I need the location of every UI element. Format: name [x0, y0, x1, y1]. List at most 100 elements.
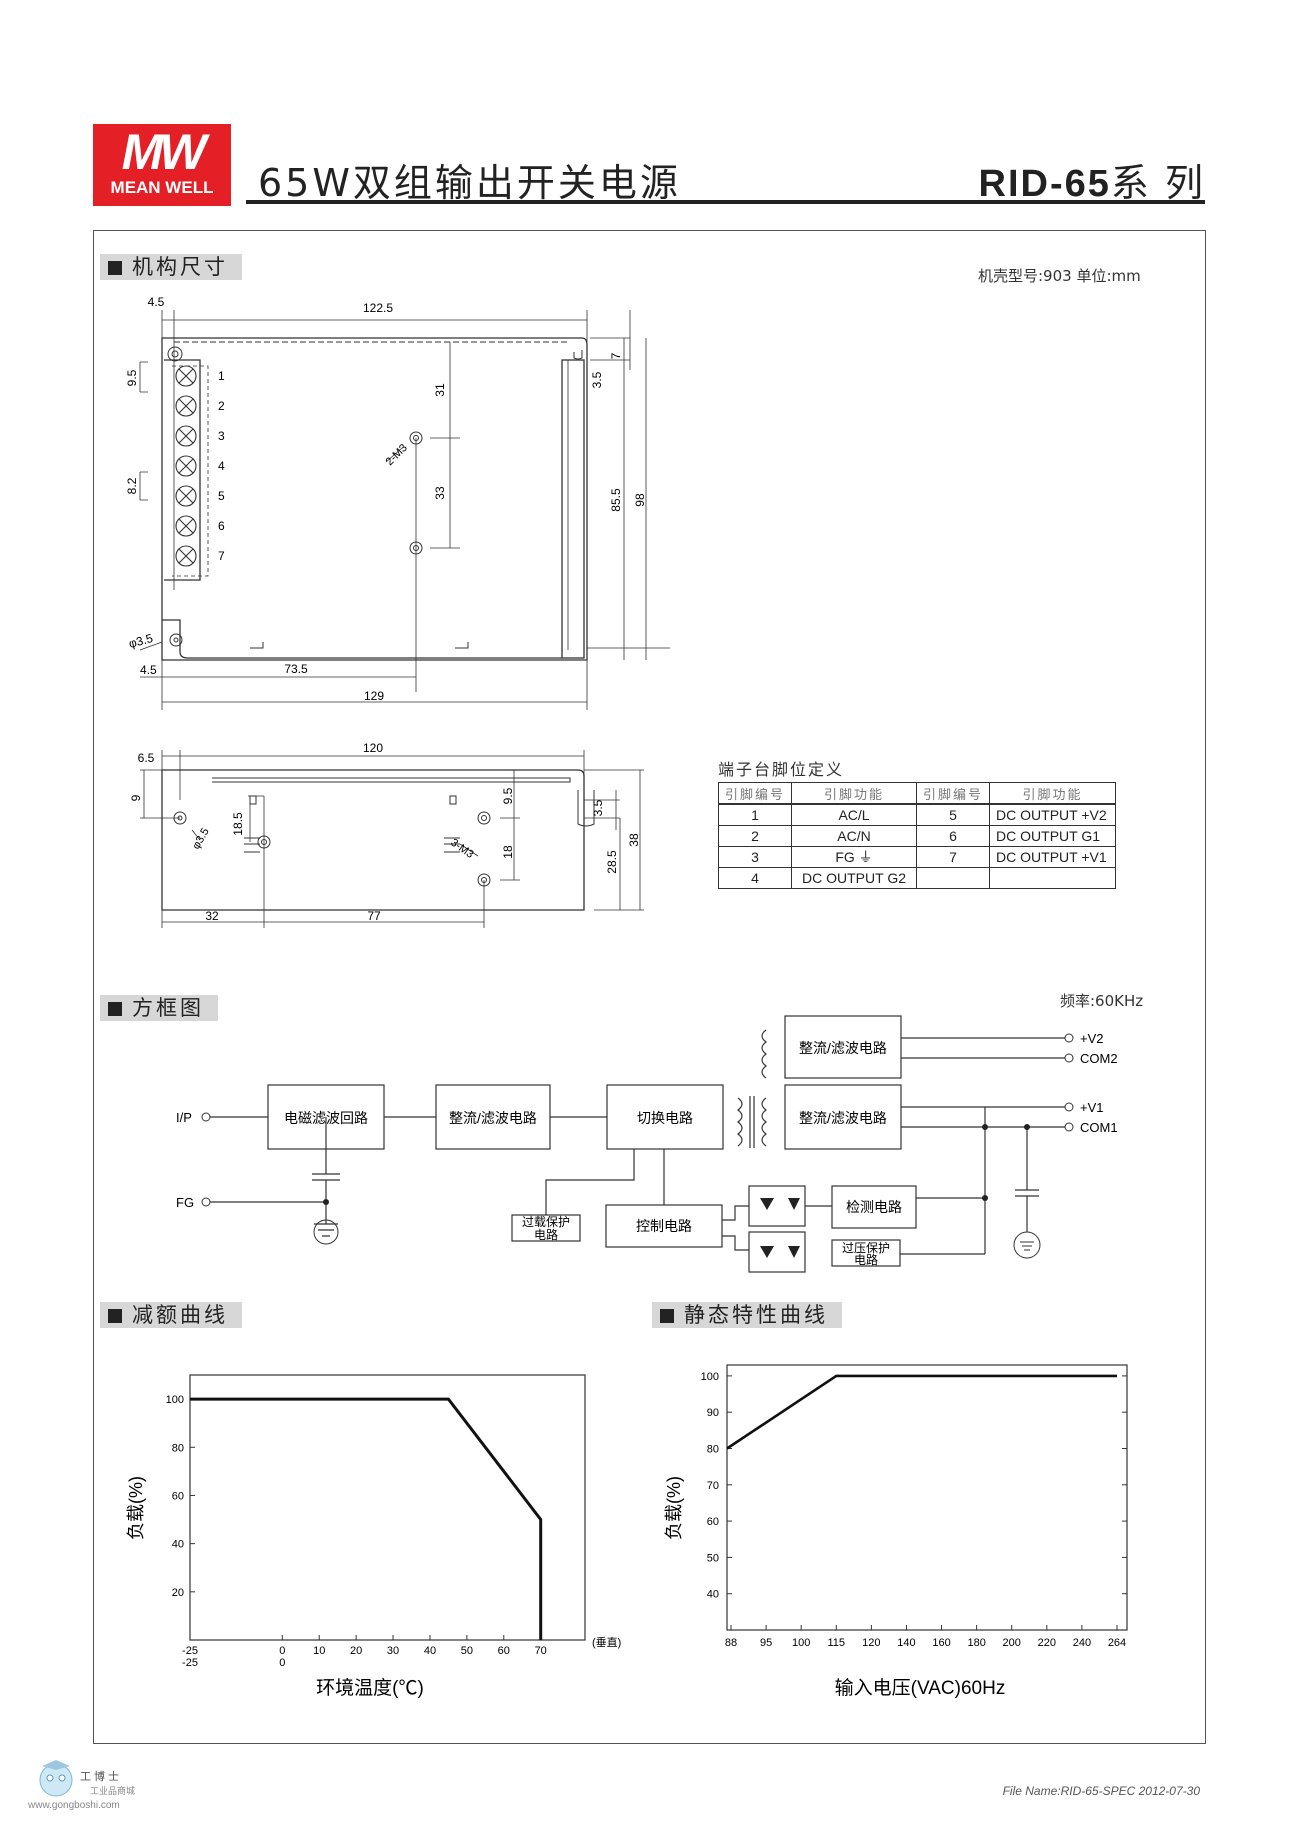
logo-mark: MW — [121, 124, 207, 180]
terminal-screw — [175, 425, 197, 447]
pin-number: 4 — [218, 459, 225, 473]
block-detection: 检测电路 — [846, 1199, 902, 1215]
cell: 5 — [916, 803, 991, 826]
block-ovp-line2: 电路 — [854, 1252, 878, 1267]
terminal-fg: FG — [176, 1195, 194, 1210]
x-tick-label: 50 — [461, 1645, 473, 1657]
pin-number: 2 — [218, 399, 225, 413]
watermark: 工博士 工业品商城 www.gongboshi.com — [28, 1750, 178, 1820]
y-tick-label: 20 — [172, 1587, 184, 1599]
series-suffix: 系 列 — [1110, 161, 1205, 205]
terminal-screw-cross — [178, 518, 194, 534]
y-tick-label: 60 — [707, 1516, 719, 1528]
product-title: 65W双组输出开关电源 — [258, 161, 681, 205]
cell: 3 — [717, 846, 793, 868]
y-tick-label: 100 — [701, 1371, 719, 1383]
cell: DC OUTPUT +V2 — [989, 803, 1116, 826]
x-axis-label: 环境温度(℃) — [316, 1677, 424, 1699]
terminal-screw-cross — [178, 368, 194, 384]
header-rule — [246, 200, 1205, 204]
model-number: RID-65 — [978, 163, 1111, 205]
dim-18: 18 — [501, 845, 515, 859]
x-tick-label: 240 — [1073, 1637, 1091, 1649]
cell: AC/L — [791, 803, 918, 826]
x-tick-label: 220 — [1038, 1637, 1056, 1649]
cell: 2 — [717, 825, 793, 847]
side-view-drawing: 6.5 120 9 18.5 φ3.5 9.5 18 3-M3 3.5 28.5… — [129, 741, 644, 928]
dim-4-5-top: 4.5 — [148, 295, 165, 309]
cell: 4 — [717, 867, 793, 889]
terminal-screw — [175, 365, 197, 387]
terminal-screw — [175, 395, 197, 417]
x-tick-label: 115 — [827, 1637, 845, 1649]
dim-73-5: 73.5 — [284, 662, 308, 676]
cell: AC/N — [791, 825, 918, 847]
block-switching: 切换电路 — [637, 1110, 693, 1126]
dim-6-5: 6.5 — [138, 751, 155, 765]
header-pin-no-2: 引脚编号 — [916, 782, 991, 805]
model-title: RID-65系 列 — [979, 152, 1205, 207]
meanwell-logo: MW MEAN WELL — [93, 124, 231, 206]
terminal-screw-cross — [178, 428, 194, 444]
square-bullet-icon — [108, 261, 122, 275]
header-pin-func: 引脚功能 — [791, 782, 918, 805]
dim-3-m3: 3-M3 — [448, 837, 475, 861]
plot-frame — [726, 1364, 1128, 1631]
dim-4-5-bottom: 4.5 — [140, 663, 157, 677]
cell: DC OUTPUT G2 — [791, 867, 918, 889]
x-tick-label: 180 — [967, 1637, 985, 1649]
x-tick-label: 95 — [760, 1637, 772, 1649]
table-row: 2 AC/N 6 DC OUTPUT G1 — [717, 825, 1116, 847]
terminal-screw — [175, 485, 197, 507]
pin-number: 6 — [218, 519, 225, 533]
header-pin-func-2: 引脚功能 — [989, 782, 1116, 805]
x-tick-label: 40 — [424, 1645, 436, 1657]
section-title-text: 机构尺寸 — [132, 255, 228, 279]
section-title-mechanical: 机构尺寸 — [100, 254, 242, 280]
derating-curve — [190, 1397, 543, 1640]
x-tick-label: 0 — [279, 1645, 285, 1657]
cell — [989, 867, 1116, 889]
dim-phi-3-5: φ3.5 — [127, 631, 155, 651]
block-emi-filter: 电磁滤波回路 — [284, 1110, 368, 1126]
file-name: File Name:RID-65-SPEC 2012-07-30 — [1002, 1784, 1200, 1798]
terminal-v1: +V1 — [1080, 1100, 1104, 1115]
x-tick-label-second: 0 — [279, 1657, 285, 1669]
watermark-sub: 工业品商城 — [90, 1787, 136, 1797]
y-tick-label: 50 — [707, 1552, 719, 1564]
block-control: 控制电路 — [636, 1218, 692, 1234]
dim-38: 38 — [627, 833, 641, 847]
x-tick-label: 264 — [1108, 1637, 1126, 1649]
watermark-brand: 工博士 — [80, 1770, 122, 1783]
dim-120: 120 — [363, 741, 383, 755]
section-title-block: 方框图 — [100, 995, 218, 1021]
x-tick-label: 140 — [897, 1637, 915, 1649]
case-note: 机壳型号:903 单位:mm — [978, 267, 1141, 285]
plot-frame — [189, 1374, 586, 1641]
square-bullet-icon — [108, 1309, 122, 1323]
pin-number: 7 — [218, 549, 225, 563]
x-tick-label: 60 — [498, 1645, 510, 1657]
terminal-ip: I/P — [176, 1110, 192, 1125]
table-row: 1 AC/L 5 DC OUTPUT +V2 — [717, 803, 1116, 826]
x-tick-label: 100 — [792, 1637, 810, 1649]
block-rectifier-input: 整流/滤波电路 — [449, 1110, 537, 1126]
content-frame — [93, 230, 1206, 1744]
x-axis-label: 输入电压(VAC)60Hz — [835, 1677, 1006, 1699]
x-tick-label: 120 — [862, 1637, 880, 1649]
square-bullet-icon — [108, 1002, 122, 1016]
pin-table: 引脚编号 引脚功能 引脚编号 引脚功能 1 AC/L 5 DC OUTPUT +… — [717, 782, 1116, 889]
y-tick-label: 90 — [707, 1407, 719, 1419]
x-tick-label: 200 — [1003, 1637, 1021, 1649]
x-tick-label: 10 — [313, 1645, 325, 1657]
cell: FG ⏚ — [791, 846, 918, 868]
block-olp-line2: 电路 — [534, 1227, 558, 1242]
square-bullet-icon — [660, 1309, 674, 1323]
block-diagram: 电磁滤波回路 整流/滤波电路 切换电路 整流/滤波电路 整流/滤波电路 控制电路… — [176, 1015, 1118, 1273]
frequency-note: 频率:60KHz — [1060, 992, 1144, 1010]
